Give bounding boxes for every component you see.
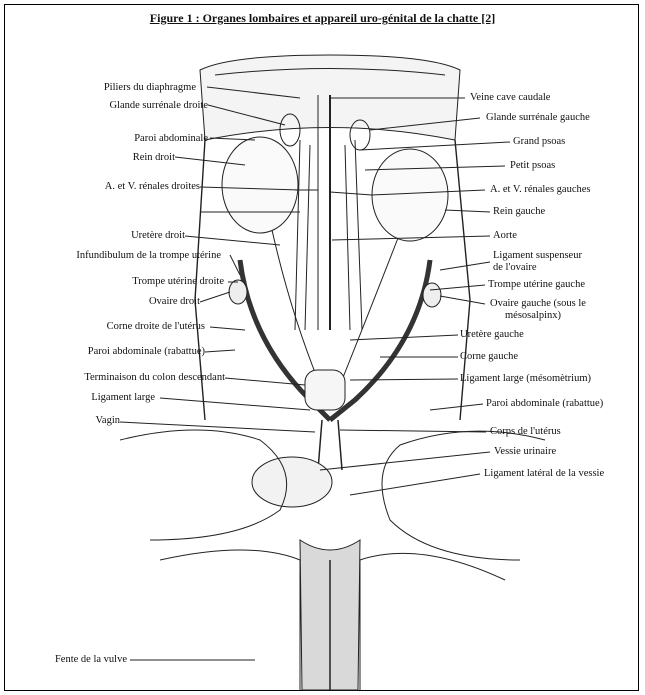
label-uretere-gauche: Uretère gauche xyxy=(460,329,524,341)
label-corne-gauche: Corne gauche xyxy=(460,351,518,363)
label-uretere-droit: Uretère droit xyxy=(131,230,185,242)
label-grand-psoas: Grand psoas xyxy=(513,136,565,148)
label-av-renales-gauches: A. et V. rénales gauches xyxy=(490,184,591,196)
label-corne-droite-uterus: Corne droite de l'utérus xyxy=(107,321,205,333)
label-corps-uterus: Corps de l'utérus xyxy=(490,426,561,438)
label-ligament-lateral-vessie: Ligament latéral de la vessie xyxy=(484,468,604,480)
label-piliers-diaphragme: Piliers du diaphragme xyxy=(104,82,196,94)
label-paroi-abdominale-rabattue-right: Paroi abdominale (rabattue) xyxy=(486,398,603,410)
label-paroi-abdominale: Paroi abdominale xyxy=(134,133,208,145)
label-ligament-large-left: Ligament large xyxy=(91,392,155,404)
label-glande-surrenale-gauche: Glande surrénale gauche xyxy=(486,112,590,124)
label-av-renales-droites: A. et V. rénales droites xyxy=(105,181,200,193)
label-glande-surrenale-droite: Glande surrénale droite xyxy=(109,100,208,112)
label-trompe-uterine-droite: Trompe utérine droite xyxy=(132,276,224,288)
label-infundibulum: Infundibulum de la trompe utérine xyxy=(76,250,221,262)
label-vessie-urinaire: Vessie urinaire xyxy=(494,446,556,458)
label-trompe-uterine-gauche: Trompe utérine gauche xyxy=(488,279,585,291)
label-de-l-ovaire: de l'ovaire xyxy=(493,262,537,274)
label-ligament-large-mesometrium: Ligament large (mésomètrium) xyxy=(460,373,591,385)
label-petit-psoas: Petit psoas xyxy=(510,160,555,172)
label-aorte: Aorte xyxy=(493,230,517,242)
label-fente-vulve: Fente de la vulve xyxy=(55,654,127,666)
label-ovaire-gauche: Ovaire gauche (sous le xyxy=(490,298,586,310)
label-veine-cave-caudale: Veine cave caudale xyxy=(470,92,550,104)
label-paroi-abdominale-rabattue-left: Paroi abdominale (rabattue) xyxy=(88,346,205,358)
label-rein-droit: Rein droit xyxy=(133,152,175,164)
label-ovaire-droit: Ovaire droit xyxy=(149,296,200,308)
label-vagin: Vagin xyxy=(96,415,121,427)
label-ligament-suspenseur: Ligament suspenseur xyxy=(493,250,582,262)
label-terminaison-colon: Terminaison du colon descendant xyxy=(84,372,225,384)
label-mesosalpinx: mésosalpinx) xyxy=(505,310,561,322)
label-rein-gauche: Rein gauche xyxy=(493,206,545,218)
